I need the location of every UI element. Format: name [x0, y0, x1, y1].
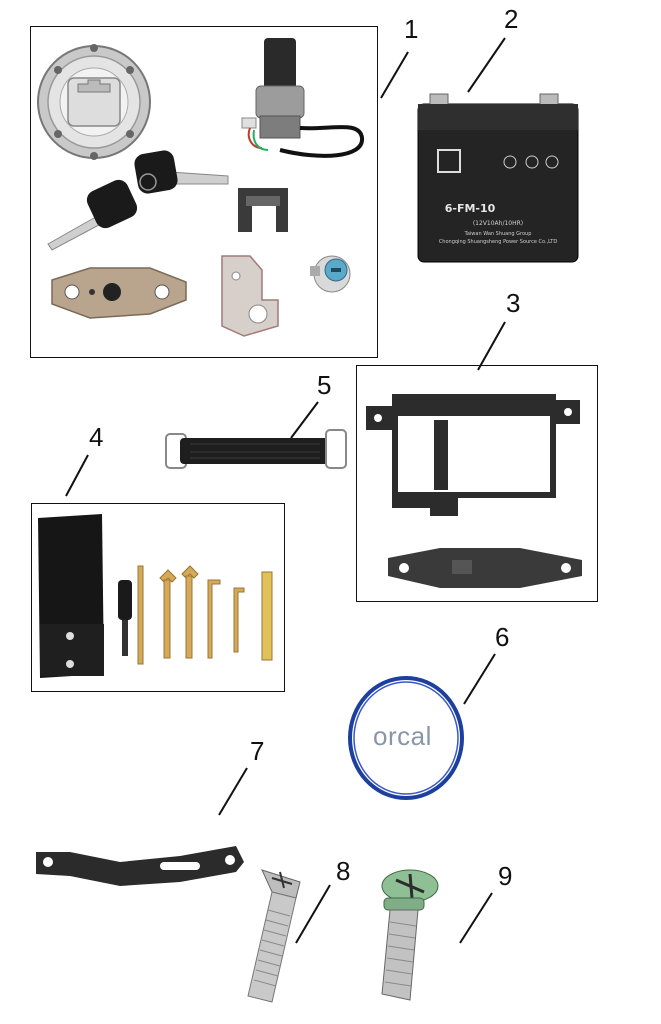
battery-strap-icon	[165, 429, 347, 469]
callout-8: 8	[336, 856, 351, 886]
leader-line-5	[290, 401, 319, 439]
keys-icon	[47, 150, 229, 251]
lock-plate-icon	[51, 267, 187, 319]
ignition-switch-icon	[241, 38, 364, 158]
battery-icon	[417, 93, 579, 263]
callout-4: 4	[89, 422, 104, 452]
callout-3: 3	[506, 288, 521, 318]
leader-line-8	[295, 884, 331, 944]
callout-5: 5	[317, 370, 332, 400]
leader-line-4	[65, 454, 89, 497]
o-ring-brand-label: orcal	[373, 721, 432, 751]
battery-maker-line2: Chongqing Shuangsheng Power Source Co.,L…	[439, 239, 558, 245]
leader-line-1	[380, 51, 409, 99]
long-bracket-icon	[36, 846, 244, 886]
screwdriver-icon	[118, 580, 132, 656]
seat-lock-icon	[310, 255, 351, 293]
battery-spec-label: (12V10Ah/10HR)	[473, 220, 523, 227]
battery-model-label: 6-FM-10	[445, 202, 496, 215]
callout-9: 9	[498, 861, 513, 891]
l-bracket-icon	[221, 255, 279, 337]
leader-line-6	[463, 653, 496, 705]
countersunk-bolt-icon	[247, 869, 301, 1003]
leader-line-3	[477, 321, 506, 371]
wrench-set-icon	[137, 565, 273, 665]
tool-bag-icon	[38, 514, 104, 678]
battery-plate-icon	[388, 548, 582, 588]
battery-maker-line1: Taiwan Wan Shuang Group	[464, 231, 532, 237]
callout-7: 7	[250, 736, 265, 766]
o-ring-icon	[348, 676, 464, 800]
leader-line-9	[459, 892, 493, 944]
leader-lines	[65, 37, 506, 944]
pan-head-bolt-icon	[381, 869, 439, 1001]
callout-6: 6	[495, 622, 510, 652]
callout-2: 2	[504, 4, 519, 34]
leader-line-7	[218, 767, 248, 816]
callout-1: 1	[404, 14, 419, 44]
small-bracket-icon	[238, 188, 288, 232]
battery-holder-icon	[366, 394, 580, 528]
leader-line-2	[467, 37, 506, 93]
fuel-cap-icon	[37, 44, 151, 160]
